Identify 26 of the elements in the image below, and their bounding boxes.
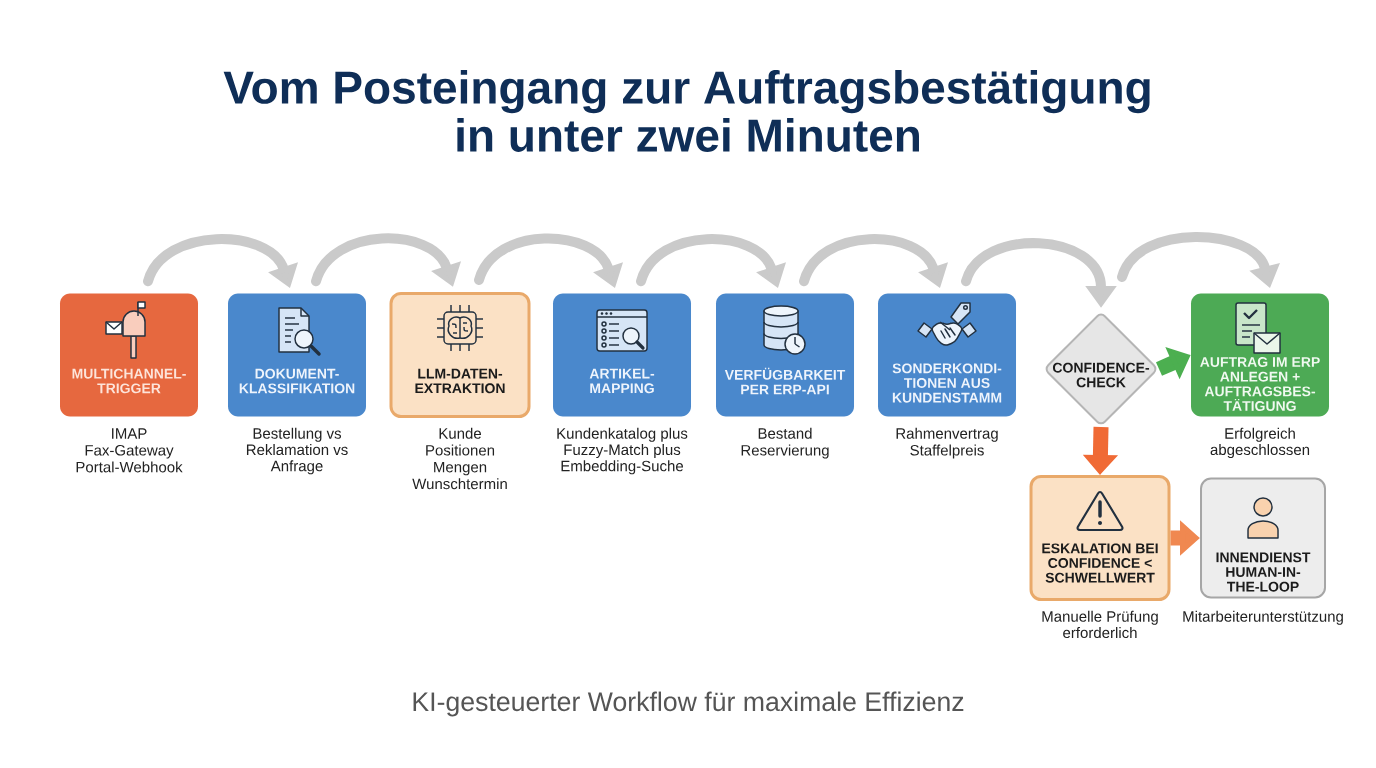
- description-text: IMAP: [112, 428, 147, 439]
- description-text: Staffelpreis: [910, 444, 984, 459]
- description-text: Rahmenvertrag: [896, 427, 998, 442]
- process-box: MULTICHANNEL-TRIGGER: [60, 293, 198, 417]
- description-text: Fax-Gateway: [85, 444, 174, 459]
- description-text: Mitarbeiterunterstützung: [1183, 610, 1343, 625]
- title: Vom Posteingang zur Auftragsbestätigung in unter zwei Minuten: [223, 70, 1150, 152]
- caption: KI-gesteuerter Workflow für maximale Effizienz: [413, 691, 964, 717]
- process-box: ESKALATION BEI CONFIDENCE < SCHWELLWERT: [1029, 475, 1171, 601]
- process-box: LLM-DATEN-EXTRAKTION: [389, 292, 531, 418]
- description-text: Kundenkatalog plus Fuzzy-Match plus Embedding-Suche: [557, 427, 688, 475]
- description-text: Bestellung vs Reklamation vs Anfrage: [246, 427, 348, 475]
- description-text: Wunschtermin: [412, 478, 507, 490]
- process-box: DOKUMENT-KLASSIFIKATION: [228, 293, 366, 417]
- description-text: Bestand: [758, 427, 812, 439]
- description-text: Kunde: [439, 427, 481, 439]
- description-text: Portal-Webhook: [76, 461, 183, 473]
- process-box: SONDERKONDI-TIONEN AUS KUNDENSTAMM: [878, 293, 1016, 417]
- description-text: Reservierung: [741, 444, 829, 459]
- curved-arrow: [311, 233, 462, 287]
- description-text: Manuelle Prüfung erforderlich: [1042, 610, 1158, 639]
- process-box: VERFÜGBARKEIT PER ERP-API: [716, 293, 854, 417]
- description-text: Erfolgreich abgeschlossen: [1210, 427, 1310, 459]
- description-text: Mengen: [434, 461, 487, 476]
- description-text: Positionen: [426, 444, 495, 456]
- process-box: INNENDIENST HUMAN-IN-THE-LOOP: [1200, 477, 1326, 599]
